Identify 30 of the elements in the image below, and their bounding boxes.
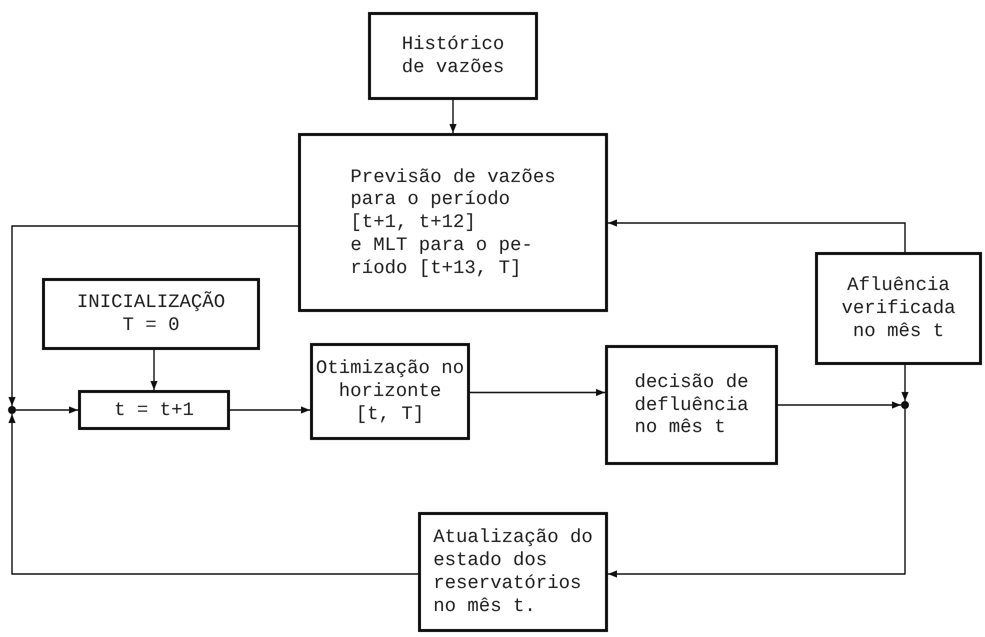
junction-dot	[901, 401, 909, 409]
box-text: INICIALIZAÇÃO T = 0	[76, 291, 226, 337]
arrow	[778, 401, 901, 409]
process-box	[298, 133, 608, 312]
junction-dot	[8, 406, 16, 414]
arrow	[608, 409, 906, 578]
arrow	[8, 414, 418, 575]
box-text: Afluência verificada no mês t	[841, 274, 956, 343]
box-text: Histórico de vazões	[402, 33, 504, 79]
box-text: e MLT para o pe- ríodo [t+13, T]	[350, 234, 534, 280]
process-box	[368, 12, 538, 100]
arrow	[8, 225, 298, 406]
box-text: t = t+1	[113, 398, 195, 422]
arrow	[449, 100, 457, 133]
process-box	[815, 252, 982, 365]
box-text: [t, T]	[354, 402, 426, 426]
arrow	[608, 219, 906, 252]
box-text: Otimização no horizonte	[316, 357, 464, 403]
process-box	[605, 345, 778, 465]
arrow	[901, 365, 909, 401]
arrow	[150, 350, 158, 390]
process-box	[418, 512, 608, 632]
arrow	[230, 406, 310, 414]
box-text: Atualização do estado dos reservatórios no mês t.	[433, 526, 593, 618]
arrow	[470, 388, 605, 396]
process-box	[78, 390, 230, 430]
arrow	[16, 406, 78, 414]
box-text: decisão de defluência no mês t	[634, 370, 748, 440]
process-box	[310, 343, 470, 440]
process-box	[42, 278, 260, 350]
